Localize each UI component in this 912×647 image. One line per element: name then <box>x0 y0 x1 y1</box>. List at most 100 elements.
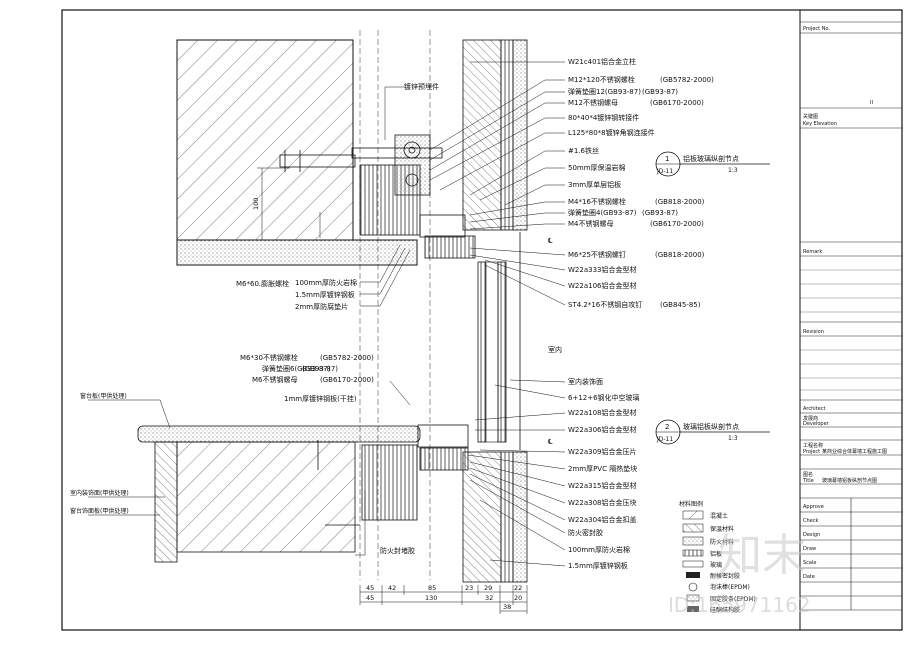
legend-glass: 玻璃 <box>710 561 722 569</box>
ground-dim-text: 100 <box>252 198 260 210</box>
legend-swatch-glass <box>682 560 704 568</box>
upper-bracket-assembly <box>279 134 476 259</box>
label-m12-nut: M12不锈钢螺母 <box>568 98 618 107</box>
label-embed-plate: 镀锌预埋件 <box>404 82 439 91</box>
watermark: 知末 ID:165971162 <box>668 530 811 617</box>
row-date: Date <box>803 574 815 580</box>
label-st42-screw: ST4.2*16不锈钢自攻钉 <box>568 300 642 309</box>
glass-inner-pane <box>477 261 487 443</box>
dim-45b: 45 <box>366 594 374 602</box>
project-cn: 工程名称 <box>803 442 823 449</box>
label-galv-steel: 1.5mm厚镀锌钢板 <box>568 561 628 570</box>
label-galv-steel-1mm: 1mm厚镀锌钢板(干挂) <box>284 394 357 403</box>
label-anticorrosion-pad: 2mm厚防腐垫片 <box>295 302 348 311</box>
label-w22a308: W22a308铝合金压块 <box>568 498 636 507</box>
label-fire-sealant-left: 防火封堵胶 <box>380 546 415 555</box>
title-value: 玻璃幕墙铝板纵剖节点图 <box>822 477 877 484</box>
page-mark: II <box>870 100 873 106</box>
row-design: Design <box>803 532 820 538</box>
legend-fire: 防火材料 <box>710 538 734 546</box>
std-left-gb93: (GB93-87) <box>302 365 338 373</box>
std-gb818-a: (GB818-2000) <box>655 198 705 206</box>
dim-85: 85 <box>428 584 436 592</box>
std-gb818-b: (GB818-2000) <box>655 251 705 259</box>
label-pvc-pad: 2mm厚PVC 隔热垫块 <box>568 464 637 473</box>
title-cn: 图名 <box>803 471 813 478</box>
callout-2-sheet: JD-11 <box>656 436 673 443</box>
std-gb5782: (GB5782-2000) <box>660 76 714 84</box>
ground-height-dim <box>257 167 290 240</box>
upper-concrete-wall <box>176 39 354 241</box>
label-spring-washer-12: 弹簧垫圈12(GB93-87) <box>568 87 641 96</box>
row-approve: Approve <box>803 504 824 510</box>
legend-gasket: 固定胶条(EPDM) <box>710 595 756 603</box>
floor-slab <box>176 239 418 266</box>
std-gb845: (GB845-85) <box>660 301 701 309</box>
glass-cavity <box>485 261 499 443</box>
label-window-sill: 窗台板(甲供处理) <box>80 392 127 400</box>
callout-2-title: 玻璃铝板纵剖节点 <box>683 422 739 431</box>
watermark-id: ID:165971162 <box>668 593 811 617</box>
label-w22a333: W22a333铝合金型材 <box>568 265 636 274</box>
label-expansion-bolt: M6*60.膨胀螺栓 <box>236 279 289 288</box>
legend-swatch-fire <box>682 536 704 546</box>
dim-38: 38 <box>503 603 511 611</box>
glass-outer-pane <box>497 261 507 443</box>
label-interior-finish-left: 室内装饰面(甲供处理) <box>70 489 129 497</box>
legend-concrete: 混凝土 <box>710 512 728 520</box>
legend-title: 材料图例 <box>679 500 703 508</box>
project-en: Project <box>803 449 820 455</box>
std-left-gb5782: (GB5782-2000) <box>320 354 374 362</box>
title-block-text: Project No. 关键图 Key Elevation II Remark … <box>802 26 887 580</box>
upper-outer-skin <box>512 39 528 231</box>
legend-insulation: 保温材料 <box>710 525 734 533</box>
key-elevation-en: Key Elevation <box>803 121 837 127</box>
callout-1-title: 铝板玻璃纵剖节点 <box>683 154 739 163</box>
label-spring-washer-6: 弹簧垫圈6(GB93-87) <box>262 364 331 373</box>
developer-cn: 发展商 <box>803 415 818 422</box>
label-w22a108: W22a108铝合金型材 <box>568 408 636 417</box>
lower-sill-assembly <box>137 424 469 563</box>
callout-1-scale: 1:3 <box>728 167 738 174</box>
label-angle-steel: L125*80*8镀锌角钢连接件 <box>568 128 655 137</box>
title-en: Title <box>802 478 814 484</box>
legend-sealant: 耐候密封胶 <box>710 572 740 580</box>
legend-foam-rod: 泡沫棒(EPDM) <box>710 583 750 591</box>
legend-swatch-gasket <box>686 594 700 602</box>
title-block-lines <box>800 21 902 611</box>
right-label-texts: W21c401铝合金立柱 M12*120不锈钢螺栓 弹簧垫圈12(GB93-87… <box>548 57 714 570</box>
label-mullion: W21c401铝合金立柱 <box>568 57 636 66</box>
callout-2: 2 JD-11 玻璃铝板纵剖节点 1:3 <box>655 419 770 445</box>
watermark-logo-text: 知末 <box>718 530 806 581</box>
label-sill-finish: 窗台饰面板(甲供处理) <box>70 507 129 515</box>
label-m6-screw: M6*25不锈钢螺钉 <box>568 250 626 259</box>
developer-en: Developer <box>803 421 830 427</box>
label-aluminum-panel: 3mm厚单层铝板 <box>568 180 621 189</box>
label-m4-bolt: M4*16不锈钢螺栓 <box>568 197 626 206</box>
label-insulation: 50mm厚保温岩棉 <box>568 163 626 172</box>
legend-swatch-structural <box>687 606 699 612</box>
legend-swatch-foam-rod <box>688 582 698 592</box>
material-legend: 材料图例 混凝土 保温材料 防火材料 铝板 玻璃 耐候密封胶 泡沫棒(EPDM)… <box>679 500 756 614</box>
dimension-lines <box>359 585 528 614</box>
label-fire-sealant: 防火密封胶 <box>568 528 603 537</box>
callout-2-num: 2 <box>665 423 669 431</box>
std-gb6170-a: (GB6170-2000) <box>650 99 704 107</box>
left-leaders <box>88 86 411 556</box>
dim-32: 32 <box>485 594 493 602</box>
revision-label: Revision <box>803 329 824 335</box>
label-m6-bolt: M6*30不锈钢螺栓 <box>240 353 298 362</box>
legend-swatch-insulation <box>682 523 704 533</box>
dim-130: 130 <box>425 594 437 602</box>
right-leaders <box>429 61 566 567</box>
sheet-border <box>61 9 903 631</box>
upper-aluminum-panel-insulation <box>462 39 502 231</box>
legend-swatch-aluminum <box>682 549 704 557</box>
lower-outer-skin <box>512 451 528 583</box>
project-no-label: Project No. <box>803 26 830 32</box>
label-interior-side: 室内 <box>548 345 562 354</box>
level-mark-lower: ℄ <box>548 438 553 446</box>
label-m12-bolt: M12*120不锈钢螺栓 <box>568 75 635 84</box>
